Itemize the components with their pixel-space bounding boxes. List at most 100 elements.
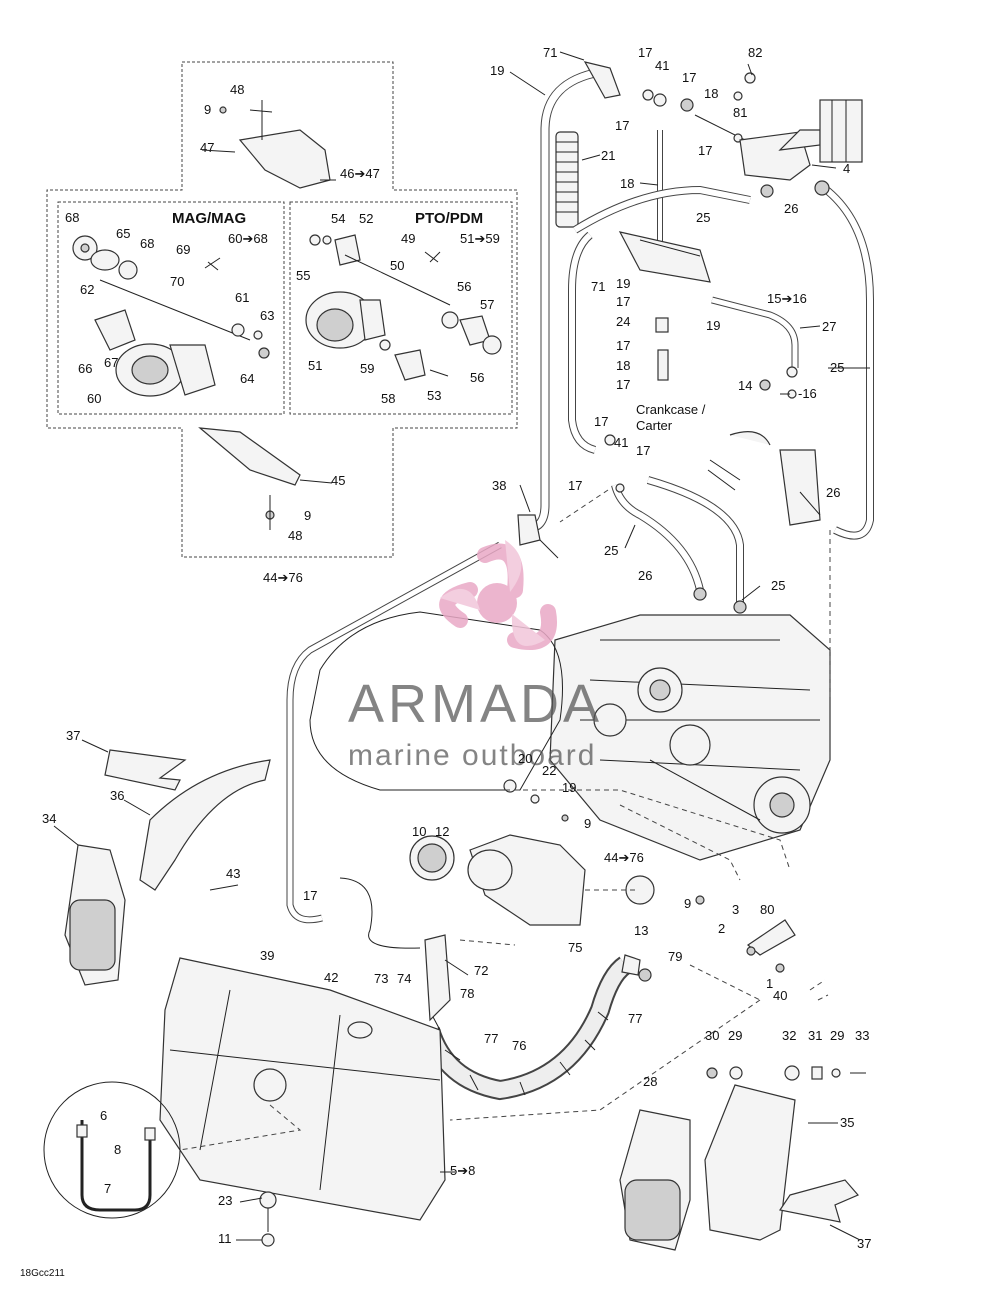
callout-11: 11 (218, 1231, 232, 1246)
callout-19: 19 (616, 276, 630, 291)
callout-6: 6 (100, 1108, 107, 1123)
callout-66: 66 (78, 361, 92, 376)
detail-circle (43, 1081, 181, 1219)
callout-7: 7 (104, 1181, 111, 1196)
callout-9: 9 (304, 508, 311, 523)
callout-4: 4 (843, 161, 850, 176)
callout-23: 23 (218, 1193, 232, 1208)
callout-26: 26 (638, 568, 652, 583)
callout-46-47: 46➔47 (340, 166, 380, 181)
section-mag-title: MAG/MAG (172, 210, 246, 227)
diagram-code: 18Gcc211 (20, 1268, 65, 1279)
section-pto-range: 51➔59 (460, 231, 500, 246)
callout-17: 17 (616, 377, 630, 392)
callout-42: 42 (324, 970, 338, 985)
callout-9: 9 (584, 816, 591, 831)
callout-24: 24 (616, 314, 630, 329)
callout-36: 36 (110, 788, 124, 803)
callout-63: 63 (260, 308, 274, 323)
callout-17: 17 (594, 414, 608, 429)
callout-31: 31 (808, 1028, 822, 1043)
callout-19: 19 (490, 63, 504, 78)
callout-17: 17 (636, 443, 650, 458)
callout-17: 17 (303, 888, 317, 903)
callout-48: 48 (230, 82, 244, 97)
callout-17: 17 (638, 45, 652, 60)
callout-13: 13 (634, 923, 648, 938)
mag-parts (72, 235, 270, 397)
callout-21: 21 (601, 148, 615, 163)
callout-17: 17 (616, 294, 630, 309)
bracket-47 (219, 100, 331, 189)
callout-17: 17 (568, 478, 582, 493)
watermark-brand: ARMADA (348, 674, 603, 734)
callout-2: 2 (718, 921, 725, 936)
callout-52: 52 (359, 211, 373, 226)
callout-22: 22 (542, 763, 556, 778)
callout-56: 56 (457, 279, 471, 294)
callout-28: 28 (643, 1074, 657, 1089)
callout-26: 26 (826, 485, 840, 500)
callout-8: 8 (114, 1142, 121, 1157)
callout-56: 56 (470, 370, 484, 385)
hardware-row (706, 1065, 866, 1081)
callout-54: 54 (331, 211, 345, 226)
pto-parts (305, 234, 502, 381)
side-panels-left (64, 749, 271, 986)
callout-49: 49 (401, 231, 415, 246)
callout-61: 61 (235, 290, 249, 305)
callout-76: 76 (512, 1038, 526, 1053)
callout-40: 40 (773, 988, 787, 1003)
callout-25: 25 (771, 578, 785, 593)
bracket-80 (695, 895, 796, 973)
callout-1: 1 (766, 976, 773, 991)
propeller-icon (439, 540, 557, 651)
callout-68: 68 (65, 210, 79, 225)
section-pto-title: PTO/PDM (415, 210, 483, 227)
callout-26: 26 (784, 201, 798, 216)
plate-45 (198, 427, 301, 530)
part-callouts: 71 19 17 41 17 18 82 81 17 17 21 18 4 25… (42, 45, 871, 1251)
callout-37: 37 (857, 1236, 871, 1251)
watermark-tagline: marine outboard (348, 739, 596, 772)
callout-73: 73 (374, 971, 388, 986)
intake-silencer (286, 541, 563, 949)
callout-39: 39 (260, 948, 274, 963)
callout-60: 60 (87, 391, 101, 406)
callout-9: 9 (684, 896, 691, 911)
bellows-21 (555, 131, 579, 228)
callout-44-76: 44➔76 (604, 850, 644, 865)
pto-subbox (289, 201, 513, 415)
callout-69: 69 (176, 242, 190, 257)
callout-12: 12 (435, 824, 449, 839)
callout-43: 43 (226, 866, 240, 881)
callout-18: 18 (620, 176, 634, 191)
callout-leaders (53, 51, 870, 1241)
callout-14: 14 (738, 378, 752, 393)
mag-subbox (57, 201, 285, 415)
callout-64: 64 (240, 371, 254, 386)
callout-17: 17 (616, 338, 630, 353)
callout-25: 25 (696, 210, 710, 225)
callout-19: 19 (562, 780, 576, 795)
callout-71: 71 (543, 45, 557, 60)
callout-50: 50 (390, 258, 404, 273)
callout-68: 68 (140, 236, 154, 251)
callout-25: 25 (604, 543, 618, 558)
vent-hoses (517, 61, 874, 614)
callout-67: 67 (104, 355, 118, 370)
callout-55: 55 (296, 268, 310, 283)
callout-70: 70 (170, 274, 184, 289)
callout-65: 65 (116, 226, 130, 241)
callout-41: 41 (655, 58, 669, 73)
callout-3: 3 (732, 902, 739, 917)
callout-79: 79 (668, 949, 682, 964)
callout-34: 34 (42, 811, 56, 826)
crankcase-label: Crankcase / (636, 402, 706, 417)
carter-label: Carter (636, 418, 673, 433)
callout-17: 17 (615, 118, 629, 133)
section-headers: MAG/MAG 60➔68 PTO/PDM 51➔59 Crankcase / … (20, 210, 706, 1279)
callout-30: 30 (705, 1028, 719, 1043)
callout-29: 29 (830, 1028, 844, 1043)
